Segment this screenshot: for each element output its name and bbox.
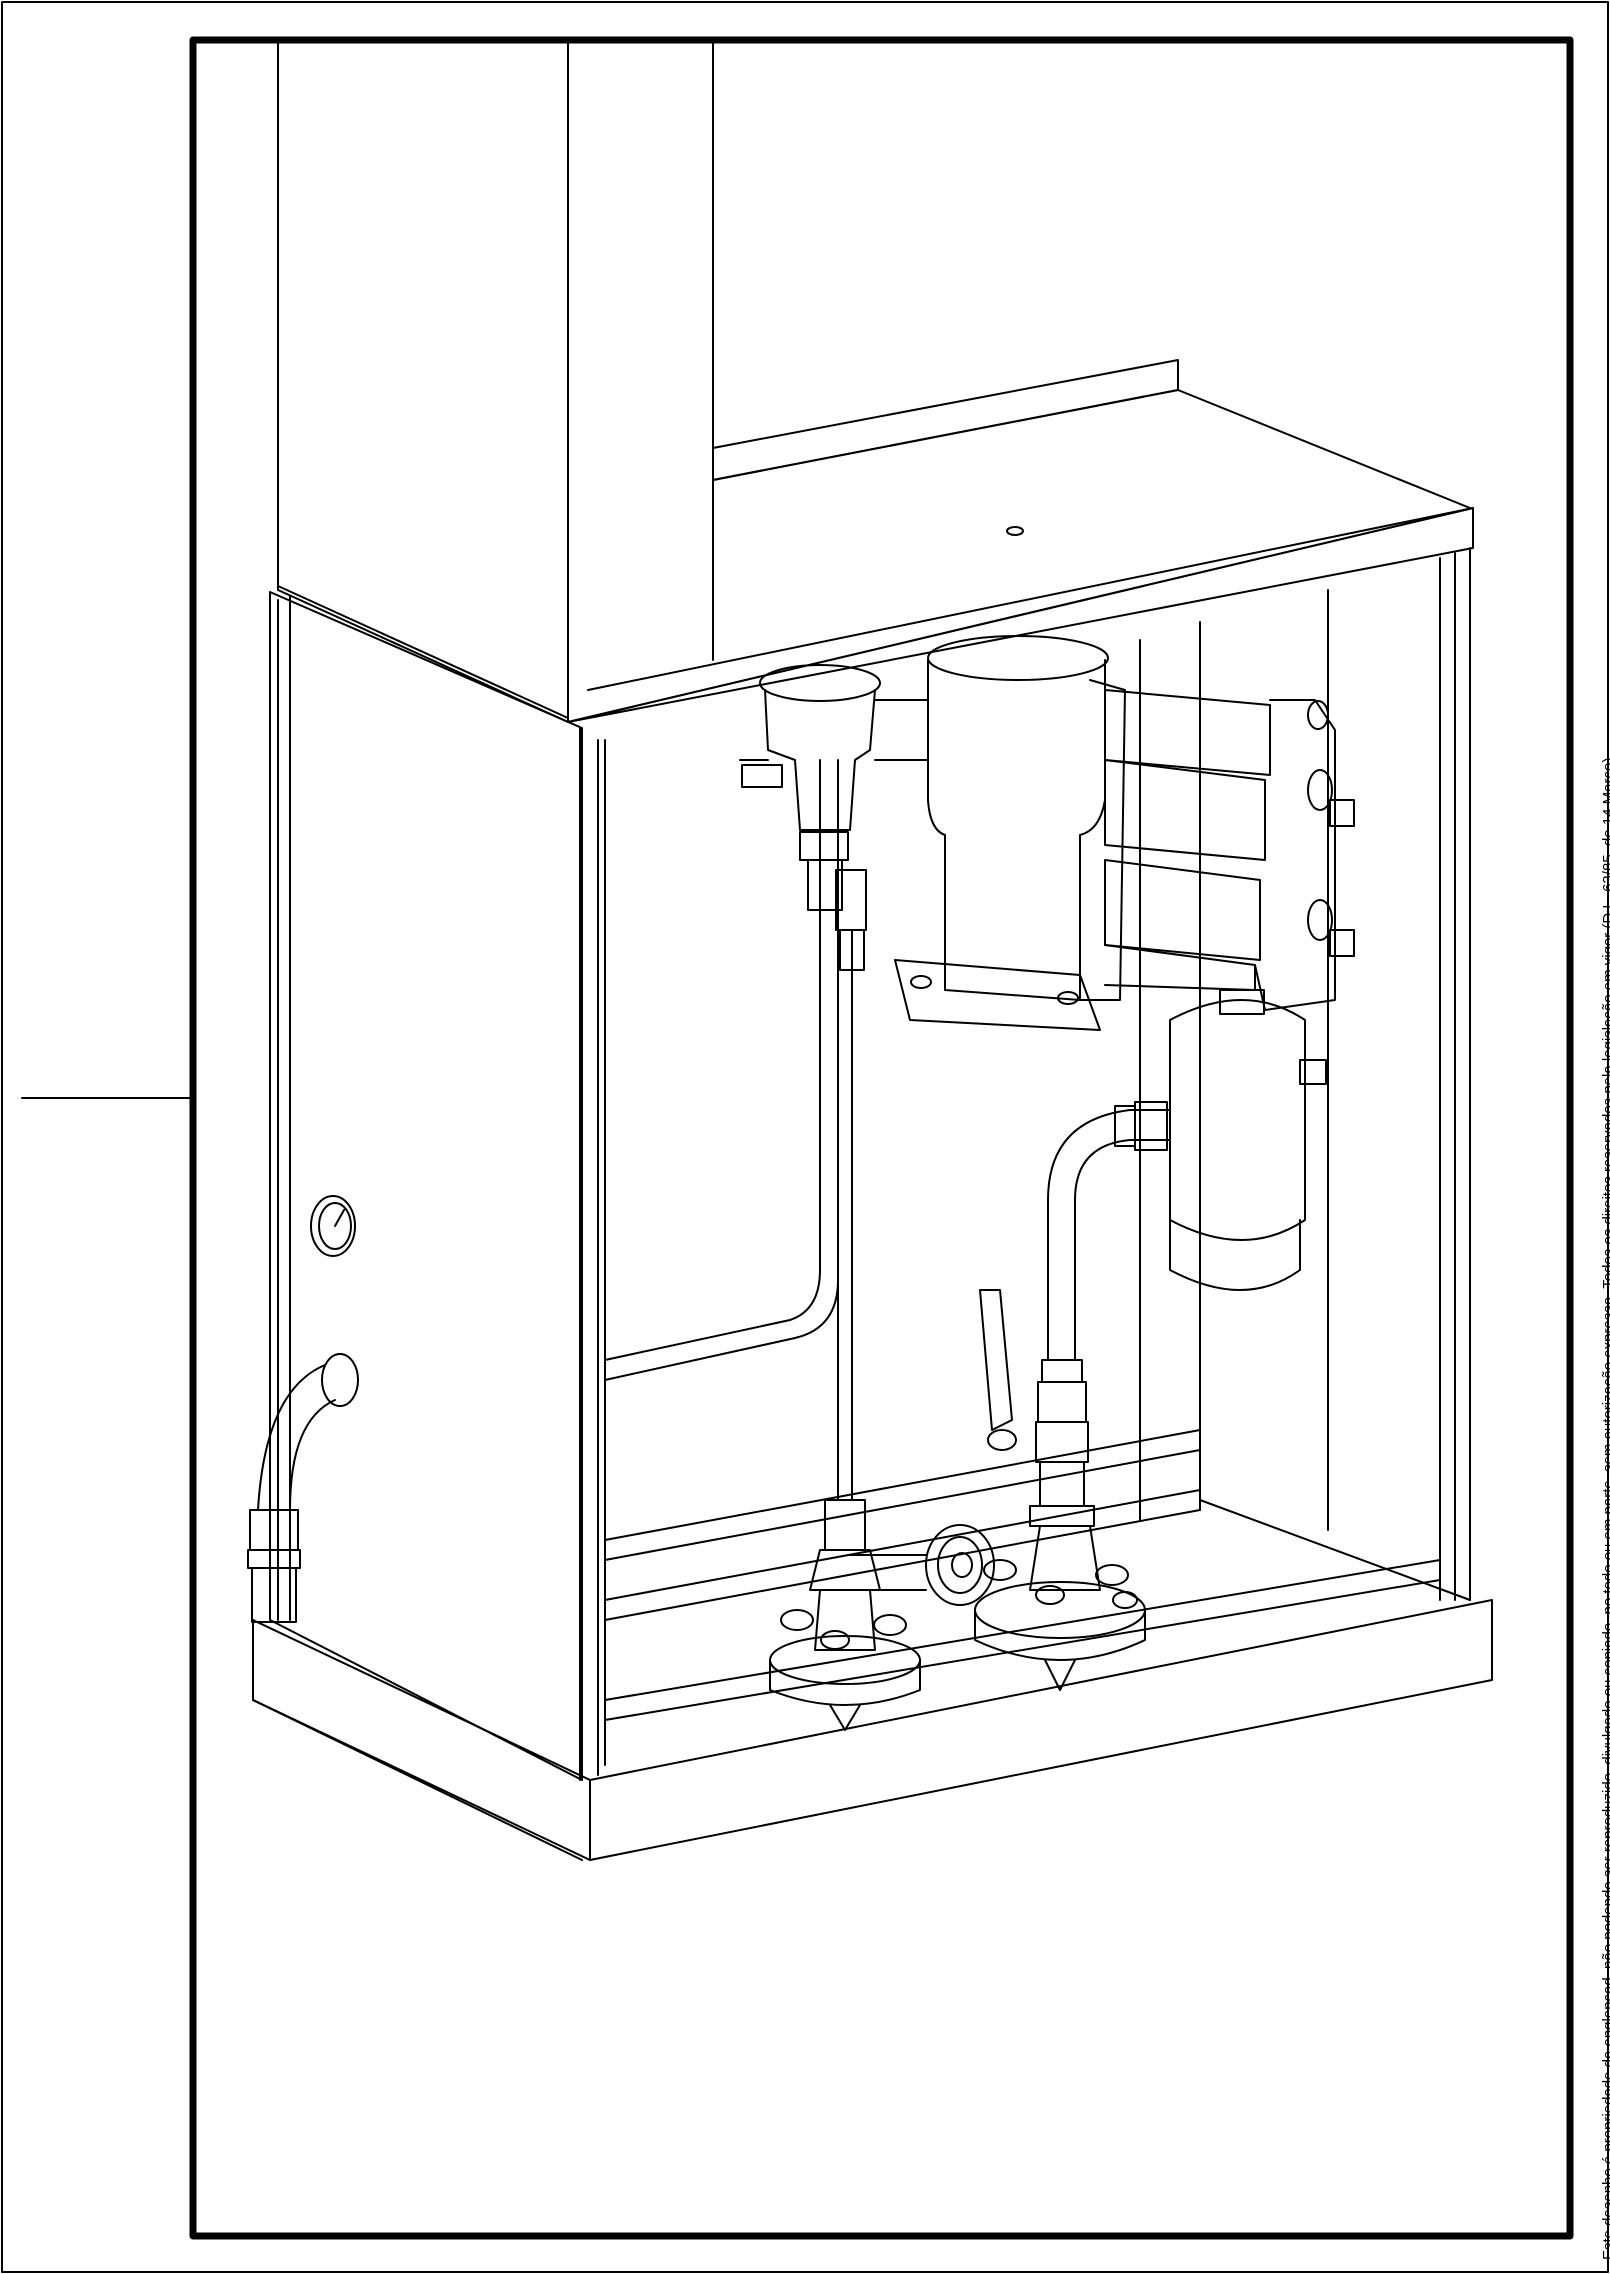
left-outlet-elbow — [247, 1353, 359, 1623]
main-bent-pipe — [1035, 1101, 1171, 1463]
accumulator-tank — [1169, 989, 1327, 1291]
sheet-inner-frame — [189, 36, 1574, 2240]
filter-housing — [739, 664, 881, 971]
right-flange-assembly — [974, 1525, 1146, 1691]
pressure-gauge-icon — [310, 1195, 356, 1257]
pump-body — [874, 635, 1126, 1031]
upper-column — [277, 39, 569, 723]
sight-glass-icon — [849, 1524, 995, 1606]
cabinet-assembly-drawing — [247, 39, 1493, 1861]
base-tray — [252, 1599, 1493, 1861]
cabinet-left-panel — [269, 591, 583, 1781]
pump-motor — [1104, 689, 1355, 1011]
left-flange-assembly — [769, 1499, 921, 1731]
copyright-note: Este desenho é propriedade da englencad,… — [1600, 757, 1610, 2260]
